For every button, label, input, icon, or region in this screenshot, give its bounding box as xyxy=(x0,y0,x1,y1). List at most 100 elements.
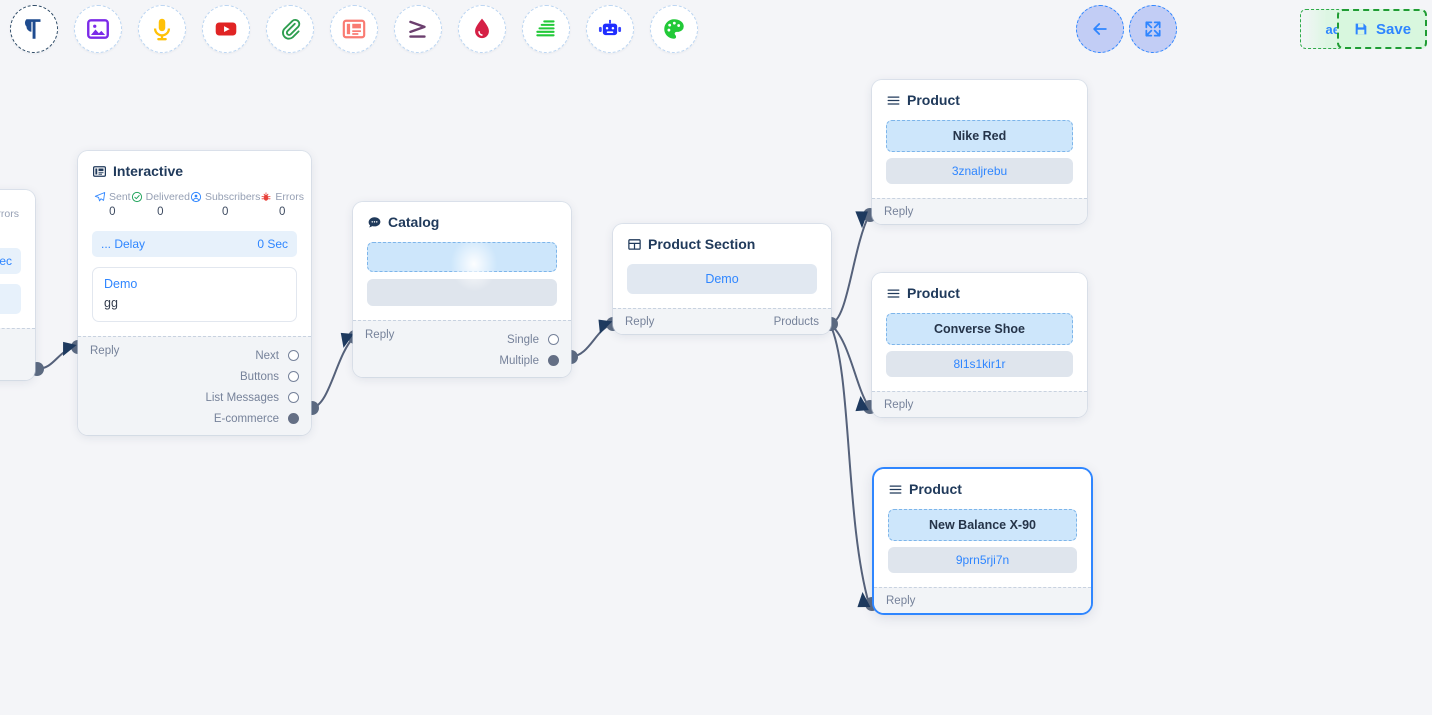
palette-interactive-button[interactable] xyxy=(330,5,378,53)
port-single-label: Single xyxy=(507,333,539,346)
arrow-left-icon xyxy=(1093,23,1107,35)
port-list-messages-dot[interactable] xyxy=(288,392,299,403)
stat-delivered: Delivered 0 xyxy=(131,191,190,218)
product-3-title-text: Product xyxy=(909,481,962,497)
port-next-dot[interactable] xyxy=(288,350,299,361)
palette-text-button[interactable] xyxy=(10,5,58,53)
stat-errors-value: 0 xyxy=(279,206,286,218)
stat-errors-label: Errors xyxy=(275,191,305,203)
product-1-title-text: Product xyxy=(907,92,960,108)
interactive-delay-row[interactable]: ... Delay 0 Sec xyxy=(92,231,297,257)
node-product-section[interactable]: Product Section Demo Reply Products xyxy=(613,224,831,334)
stat-subscribers-label: Subscribers xyxy=(204,191,261,203)
port-multiple-dot[interactable] xyxy=(548,355,559,366)
palette-image-button[interactable] xyxy=(74,5,122,53)
edge-section-to-product-1 xyxy=(829,214,870,325)
attachment-icon xyxy=(282,18,301,40)
palette-template-button[interactable] xyxy=(650,5,698,53)
node-palette-toolbar: ae Save xyxy=(0,0,1432,58)
product-2-input-label: Reply xyxy=(884,398,914,411)
node-product-3[interactable]: Product New Balance X-90 9prn5rji7n Repl… xyxy=(874,469,1091,613)
stat-subscribers-value: 0 xyxy=(221,206,229,218)
grid-icon xyxy=(628,238,641,250)
product-1-footer: Reply xyxy=(872,198,1087,224)
bug-icon xyxy=(261,192,271,201)
clipped-delay-value: Sec xyxy=(0,254,12,268)
catalog-port-multiple[interactable]: Multiple xyxy=(499,350,559,371)
interactive-node-title: Interactive xyxy=(92,163,297,179)
node-product-2[interactable]: Product Converse Shoe 8l1s1kir1r Reply xyxy=(872,273,1087,417)
save-icon xyxy=(1355,23,1367,35)
port-list-messages-label: List Messages xyxy=(205,391,279,404)
node-interactive[interactable]: Interactive Sent 0 xyxy=(78,151,311,435)
port-ecommerce-dot[interactable] xyxy=(288,413,299,424)
interactive-message-card[interactable]: Demo gg xyxy=(92,267,297,322)
stat-sent: Sent 0 xyxy=(94,191,131,218)
clipped-stat-errors: Errors 0 xyxy=(0,208,19,235)
edge-catalog-to-section xyxy=(570,323,613,358)
node-catalog[interactable]: Catalog Reply Single Multiple xyxy=(353,202,571,377)
clipped-delay-row[interactable]: Sec xyxy=(0,248,21,274)
catalog-title-text: Catalog xyxy=(388,214,440,230)
interactive-port-list-messages[interactable]: List Messages xyxy=(205,387,299,408)
stat-sent-label: Sent xyxy=(109,191,131,203)
palette-trigger-button[interactable] xyxy=(458,5,506,53)
product-3-input-label: Reply xyxy=(886,594,916,607)
edge-section-to-product-3 xyxy=(829,323,870,605)
palette-bot-button[interactable] xyxy=(586,5,634,53)
delay-label: ... Delay xyxy=(101,237,146,251)
edge-interactive-to-catalog xyxy=(311,336,355,409)
fit-view-button[interactable] xyxy=(1129,5,1177,53)
stat-subscribers: Subscribers 0 xyxy=(190,191,260,218)
product-3-sku[interactable]: 9prn5rji7n xyxy=(888,547,1077,573)
audio-icon xyxy=(153,18,171,41)
product-1-sku[interactable]: 3znaljrebu xyxy=(886,158,1073,184)
stat-delivered-label: Delivered xyxy=(145,191,190,203)
clipped-placeholder-block xyxy=(0,284,21,314)
product-2-footer: Reply xyxy=(872,391,1087,417)
clipped-errors-label: Errors xyxy=(0,208,19,220)
product-3-name[interactable]: New Balance X-90 xyxy=(888,509,1077,541)
palette-attachment-button[interactable] xyxy=(266,5,314,53)
port-next-label: Next xyxy=(255,349,279,362)
product-1-name[interactable]: Nike Red xyxy=(886,120,1073,152)
trigger-icon xyxy=(475,18,489,39)
clipped-node[interactable]: Errors 0 Sec essage xyxy=(0,190,35,380)
hidden-share-button[interactable]: ae xyxy=(1300,9,1344,49)
palette-audio-button[interactable] xyxy=(138,5,186,53)
back-button[interactable] xyxy=(1076,5,1124,53)
product-section-output-label[interactable]: Products xyxy=(773,315,819,328)
catalog-skeleton-secondary xyxy=(367,279,557,306)
palette-video-button[interactable] xyxy=(202,5,250,53)
list-icon xyxy=(536,20,555,37)
product-section-title: Product Section xyxy=(627,236,817,252)
condition-icon xyxy=(409,20,426,38)
message-title: Demo xyxy=(104,277,138,291)
node-product-1[interactable]: Product Nike Red 3znaljrebu Reply xyxy=(872,80,1087,224)
interactive-port-next[interactable]: Next xyxy=(255,345,299,366)
palette-list-button[interactable] xyxy=(522,5,570,53)
port-buttons-dot[interactable] xyxy=(288,371,299,382)
hidden-share-label: ae xyxy=(1325,21,1340,37)
template-icon xyxy=(664,19,684,39)
interactive-port-ecommerce[interactable]: E-commerce xyxy=(214,408,299,429)
palette-condition-button[interactable] xyxy=(394,5,442,53)
port-multiple-label: Multiple xyxy=(499,354,539,367)
catalog-port-single[interactable]: Single xyxy=(507,329,559,350)
interactive-icon xyxy=(342,19,366,39)
port-single-dot[interactable] xyxy=(548,334,559,345)
chat-bubble-icon xyxy=(368,216,381,227)
product-3-title: Product xyxy=(888,481,1077,497)
check-circle-icon xyxy=(131,191,142,203)
product-section-chip[interactable]: Demo xyxy=(627,264,817,294)
catalog-input-label: Reply xyxy=(365,329,395,341)
catalog-skeleton xyxy=(367,237,557,306)
product-2-sku[interactable]: 8l1s1kir1r xyxy=(886,351,1073,377)
video-icon xyxy=(215,22,237,36)
product-2-title-text: Product xyxy=(907,285,960,301)
interactive-port-buttons[interactable]: Buttons xyxy=(240,366,299,387)
product-2-name[interactable]: Converse Shoe xyxy=(886,313,1073,345)
message-text: gg xyxy=(104,296,118,310)
save-button[interactable]: Save xyxy=(1337,9,1428,49)
